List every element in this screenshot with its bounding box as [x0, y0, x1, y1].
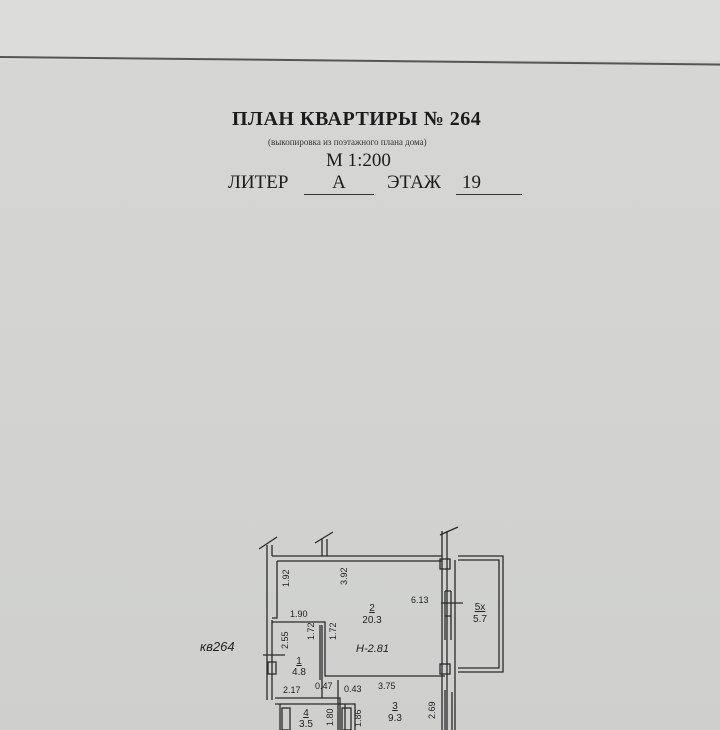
room-1-area: 4.8	[292, 667, 306, 678]
room-2-number: 2	[369, 603, 375, 614]
dim-6-13: 6.13	[411, 595, 429, 605]
dim-2-55: 2.55	[280, 631, 290, 649]
room-1-number: 1	[296, 656, 302, 667]
document-subtitle: (выкопировка из поэтажного плана дома)	[268, 137, 427, 147]
scale-label: М 1:200	[326, 150, 391, 171]
room-4-area: 3.5	[299, 719, 313, 730]
dim-1-72-a: 1.72	[306, 622, 316, 640]
document-sheet	[0, 60, 720, 730]
plan-walls	[258, 526, 504, 730]
dim-0-43: 0.43	[344, 684, 362, 694]
dim-1-86: 1.86	[353, 709, 363, 727]
room-5-number: 5х	[475, 602, 486, 613]
dim-1-92: 1.92	[281, 569, 291, 587]
background-surface	[0, 0, 720, 62]
room-5-area: 5.7	[473, 614, 487, 625]
floor-label: ЭТАЖ	[387, 172, 441, 193]
dim-3-75: 3.75	[378, 681, 396, 691]
room-2-area: 20.3	[362, 615, 382, 626]
dim-0-47: 0.47	[315, 681, 333, 691]
dim-1-72-b: 1.72	[328, 622, 338, 640]
floor-value: 19	[456, 172, 522, 195]
dim-1-80: 1.80	[325, 708, 335, 726]
document-title: ПЛАН КВАРТИРЫ № 264	[232, 108, 482, 130]
liter-label: ЛИТЕР	[228, 172, 289, 193]
room-3-number: 3	[392, 701, 398, 712]
dim-3-92: 3.92	[339, 567, 349, 585]
dim-2-69: 2.69	[427, 701, 437, 719]
liter-value: А	[304, 172, 374, 195]
room-4-number: 4	[303, 708, 309, 719]
dim-1-90: 1.90	[290, 609, 308, 619]
room-3-area: 9.3	[388, 713, 402, 724]
ceiling-height-label: Н-2.81	[356, 643, 389, 655]
dim-2-17: 2.17	[283, 685, 301, 695]
apartment-label: кв264	[200, 639, 235, 654]
